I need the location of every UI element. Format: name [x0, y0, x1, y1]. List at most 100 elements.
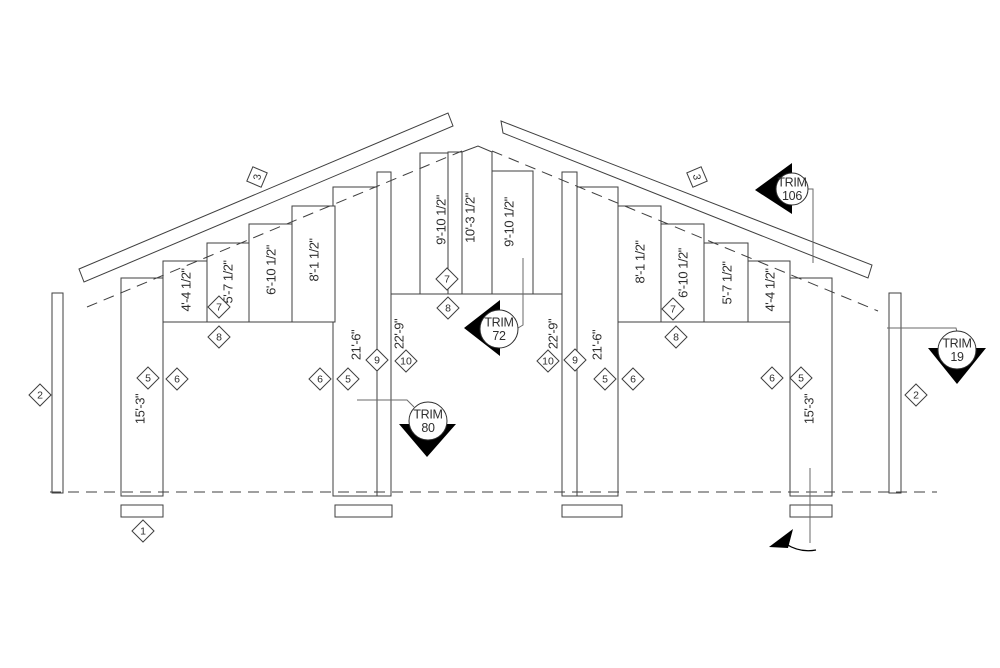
- trim-label: TRIM: [942, 337, 971, 351]
- diamond-number: 5: [602, 374, 608, 386]
- end-bar-right: [888, 292, 902, 494]
- keynote-diamond-7: 7: [435, 267, 459, 291]
- dimension-label: 15'-3": [133, 393, 148, 424]
- diamond-number: 2: [37, 390, 43, 402]
- post-22-9-right: [561, 171, 578, 497]
- diamond-shape: [365, 348, 389, 372]
- post-15-3-left: [120, 277, 164, 497]
- sill-plate-1: [120, 504, 164, 518]
- diamond-number: 1: [140, 526, 146, 538]
- trim-number: 80: [421, 421, 435, 435]
- dimension-label: 5'-7 1/2": [221, 260, 236, 304]
- diamond-number: 5: [345, 374, 351, 386]
- stud-6-10-left: [248, 223, 293, 323]
- section-cut-arrow: [769, 529, 793, 548]
- diamond-shape: [28, 383, 52, 407]
- trim-leader-line: [357, 399, 415, 408]
- keynote-diamond-9: 9: [563, 348, 587, 372]
- roof-underside-right: [491, 150, 879, 312]
- dimension-label: 22'-9": [546, 318, 561, 349]
- trim-bubble-80: [408, 401, 448, 441]
- keynote-diamond-10: 10: [536, 349, 560, 373]
- dimension-label: 9'-10 1/2": [434, 194, 449, 245]
- post-22-9-left: [376, 171, 392, 497]
- post-21-6-left: [332, 186, 378, 497]
- sill-plate-4: [789, 504, 833, 518]
- rafter-board-right: [500, 120, 873, 279]
- dimension-label: 4'-4 1/2": [763, 268, 778, 312]
- trim-number: 19: [950, 350, 964, 364]
- keynote-diamond-6: 6: [760, 366, 784, 390]
- diamond-number: 9: [374, 355, 380, 367]
- keynote-diamond-3: 3: [686, 166, 708, 188]
- diamond-number: 5: [798, 373, 804, 385]
- post-15-3-right: [789, 277, 833, 497]
- diamond-shape: [308, 367, 332, 391]
- diamond-shape: [435, 267, 459, 291]
- keynote-diamond-8: 8: [436, 296, 460, 320]
- diamond-number: 6: [630, 374, 636, 386]
- diamond-shape: [436, 296, 460, 320]
- diamond-number: 7: [444, 274, 450, 286]
- section-arrow-arc: [785, 543, 817, 552]
- keynote-diamond-9: 9: [365, 348, 389, 372]
- keynote-diamond-3: 3: [246, 166, 268, 188]
- keynote-diamond-5: 5: [593, 367, 617, 391]
- end-bar-left: [51, 292, 64, 494]
- diamond-shape: [789, 366, 813, 390]
- rafter-board-left: [78, 112, 454, 283]
- keynote-diamond-2: 2: [28, 383, 52, 407]
- dimension-label: 22'-9": [392, 318, 407, 349]
- diamond-number: 8: [673, 332, 679, 344]
- diamond-number: 8: [216, 332, 222, 344]
- keynote-diamond-1: 1: [131, 519, 155, 543]
- diamond-number: 5: [145, 373, 151, 385]
- diamond-number: 10: [400, 356, 412, 368]
- diamond-number: 2: [913, 390, 919, 402]
- keynote-diamond-5: 5: [336, 367, 360, 391]
- sill-plate-3: [561, 504, 623, 518]
- dimension-label: 8'-1 1/2": [307, 238, 322, 282]
- diamond-shape: [904, 383, 928, 407]
- trim-bubble-72: [479, 309, 519, 349]
- keynote-diamond-6: 6: [308, 367, 332, 391]
- diamond-number: 6: [769, 373, 775, 385]
- diamond-shape: [207, 325, 231, 349]
- diamond-shape: [136, 366, 160, 390]
- ridge-stud-10-3: [461, 145, 493, 295]
- diamond-shape: [165, 367, 189, 391]
- diamond-shape: [664, 325, 688, 349]
- sill-plate-2: [334, 504, 393, 518]
- diamond-number: 10: [542, 356, 554, 368]
- dimension-label: 10'-3 1/2": [463, 192, 478, 243]
- dimension-label: 8'-1 1/2": [633, 240, 648, 284]
- dimension-label: 21'-6": [349, 329, 364, 360]
- stud-4-4-left: [162, 260, 208, 323]
- dimension-label: 5'-7 1/2": [720, 261, 735, 305]
- diamond-shape: [593, 367, 617, 391]
- keynote-diamond-7: 7: [661, 297, 685, 321]
- stud-8-1-left: [291, 205, 336, 323]
- trim-leader-line: [517, 258, 524, 329]
- trim-label: TRIM: [413, 408, 442, 422]
- diamond-number: 8: [445, 303, 451, 315]
- roof-underside-left: [86, 150, 463, 308]
- stud-9-10-right: [491, 170, 534, 295]
- diamond-shape: [536, 349, 560, 373]
- keynote-diamond-8: 8: [664, 325, 688, 349]
- diamond-number: 7: [216, 302, 222, 314]
- dimension-label: 9'-10 1/2": [502, 196, 517, 247]
- keynote-diamond-10: 10: [394, 349, 418, 373]
- trim-bubble-19: [937, 330, 977, 370]
- keynote-diamond-8: 8: [207, 325, 231, 349]
- dimension-label: 6'-10 1/2": [264, 244, 279, 295]
- diamond-number: 6: [317, 374, 323, 386]
- trim-bubble-106: [775, 172, 809, 206]
- diamond-number: 9: [572, 355, 578, 367]
- trim-label: TRIM: [777, 176, 806, 190]
- diamond-shape: [563, 348, 587, 372]
- trim-leader-line: [808, 188, 814, 263]
- diamond-number: 7: [670, 304, 676, 316]
